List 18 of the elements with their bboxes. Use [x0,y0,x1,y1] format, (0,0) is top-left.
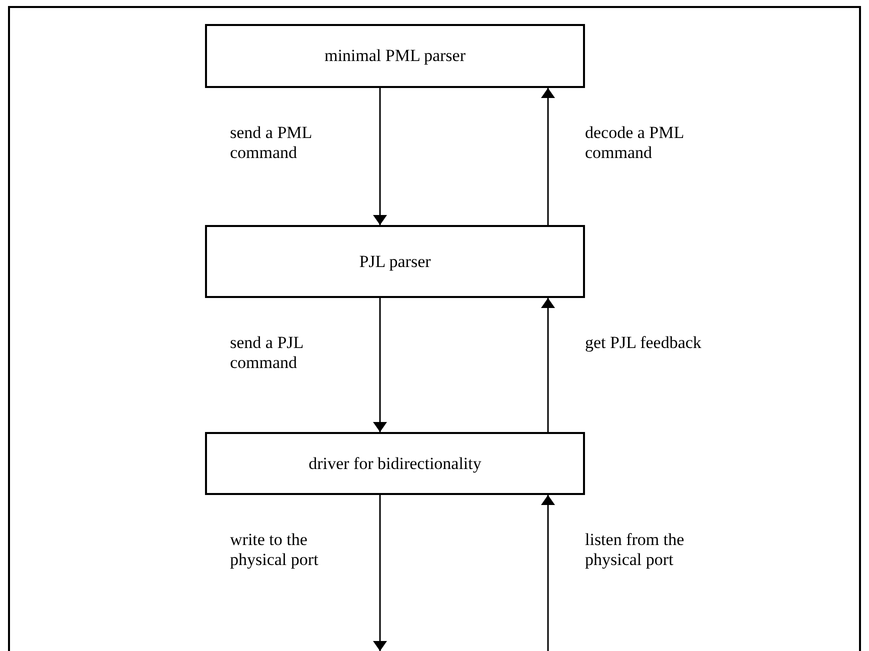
process-box [205,432,585,495]
edge-label: send a PML command [230,123,313,163]
arrow [373,298,387,432]
process-box [205,24,585,88]
box-label: minimal PML parser [324,45,466,68]
edge-label: get PJL feedback [585,333,702,353]
arrow [373,88,387,225]
edge-label: send a PJL command [230,333,304,373]
arrow [373,495,387,651]
arrow [541,298,555,432]
box-label: PJL parser [359,250,431,273]
box-label: driver for bidirectionality [308,452,482,475]
edge-label: write to the physical port [230,530,320,570]
arrow [541,88,555,225]
edge-label: listen from the physical port [585,530,686,570]
edge-label: decode a PML command [585,123,685,163]
process-box [205,225,585,298]
arrow [541,495,555,651]
